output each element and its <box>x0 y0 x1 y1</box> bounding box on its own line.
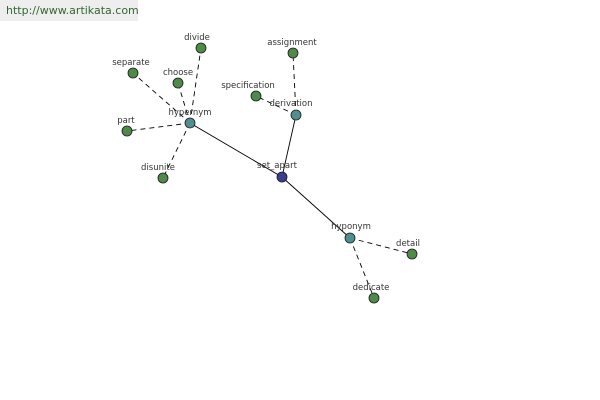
label-choose: choose <box>163 68 193 78</box>
nodes-layer <box>121 42 418 304</box>
label-set_apart: set_apart <box>257 161 298 171</box>
label-hypernym: hypernym <box>168 108 211 118</box>
edge-hypernym-disunite <box>162 122 191 179</box>
edge-set_apart-hyponym <box>281 176 351 239</box>
label-hyponym: hyponym <box>331 222 371 232</box>
node-dedicate[interactable] <box>368 292 380 304</box>
edge-hypernym-separate <box>132 72 191 124</box>
label-part: part <box>117 116 135 126</box>
label-derivation: derivation <box>269 99 312 109</box>
node-choose[interactable] <box>172 77 184 89</box>
node-part[interactable] <box>121 125 133 137</box>
node-set_apart[interactable] <box>276 171 288 183</box>
label-detail: detail <box>396 239 420 249</box>
edges-layer <box>126 47 413 299</box>
node-disunite[interactable] <box>157 172 169 184</box>
edge-hyponym-detail <box>349 237 413 255</box>
node-detail[interactable] <box>406 248 418 260</box>
edge-derivation-specification <box>255 95 297 116</box>
node-hyponym[interactable] <box>344 232 356 244</box>
label-specification: specification <box>221 81 275 91</box>
node-hypernym[interactable] <box>184 117 196 129</box>
edge-hypernym-divide <box>189 47 202 124</box>
node-derivation[interactable] <box>290 109 302 121</box>
label-assignment: assignment <box>267 38 317 48</box>
watermark-url: http://www.artikata.com <box>0 0 139 21</box>
node-assignment[interactable] <box>287 47 299 59</box>
labels-layer: set_apart hypernym derivation hyponym divide… <box>112 33 420 293</box>
edge-derivation-assignment <box>292 52 297 116</box>
label-dedicate: dedicate <box>353 283 390 293</box>
edge-set_apart-hypernym <box>189 122 283 178</box>
node-divide[interactable] <box>195 42 207 54</box>
edge-hypernym-part <box>126 122 191 132</box>
node-specification[interactable] <box>250 90 262 102</box>
edge-set_apart-derivation <box>281 114 297 178</box>
label-disunite: disunite <box>141 163 175 173</box>
node-separate[interactable] <box>127 67 139 79</box>
edge-hyponym-dedicate <box>349 237 375 299</box>
label-separate: separate <box>112 58 150 68</box>
edge-hypernym-choose <box>177 82 191 124</box>
label-divide: divide <box>184 33 210 43</box>
